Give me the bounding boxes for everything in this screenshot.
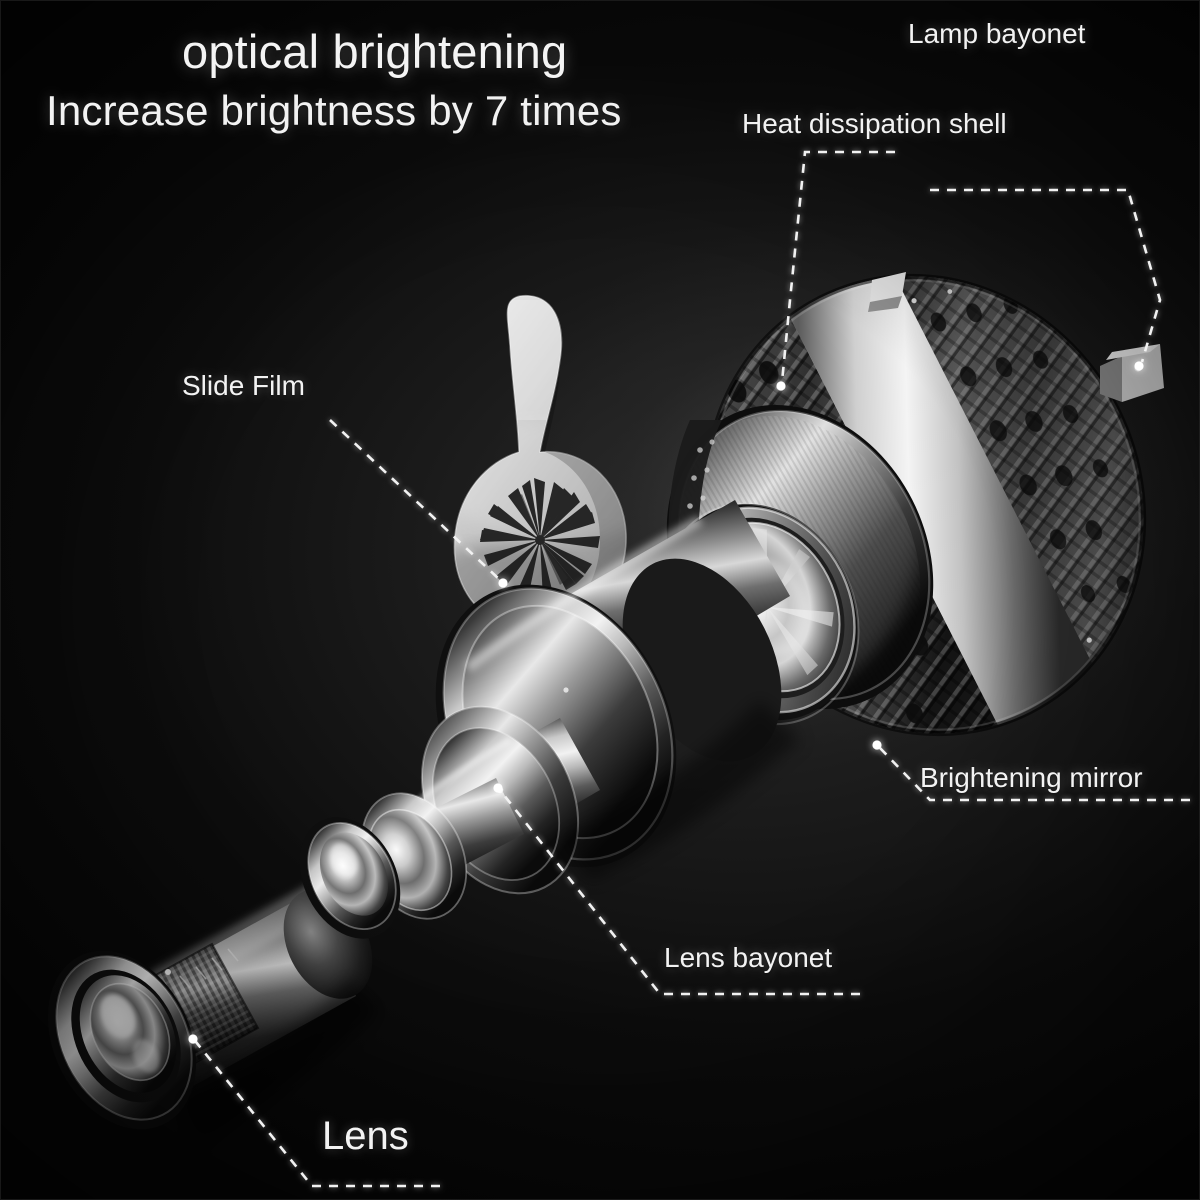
headline-secondary: Increase brightness by 7 times [46,86,622,134]
callout-label-heat-dissipation-shell: Heat dissipation shell [742,108,1007,139]
lamp-bayonet-tab [1100,344,1164,402]
callout-label-lens-bayonet: Lens bayonet [664,942,833,973]
callout-label-lamp-bayonet: Lamp bayonet [908,18,1086,49]
headline-primary: optical brightening [182,25,568,78]
headline-block: optical brightening Increase brightness … [0,25,720,134]
callout-label-slide-film: Slide Film [182,370,305,401]
callout-label-lens: Lens [322,1114,409,1158]
callout-label-brightening-mirror: Brightening mirror [920,762,1143,793]
